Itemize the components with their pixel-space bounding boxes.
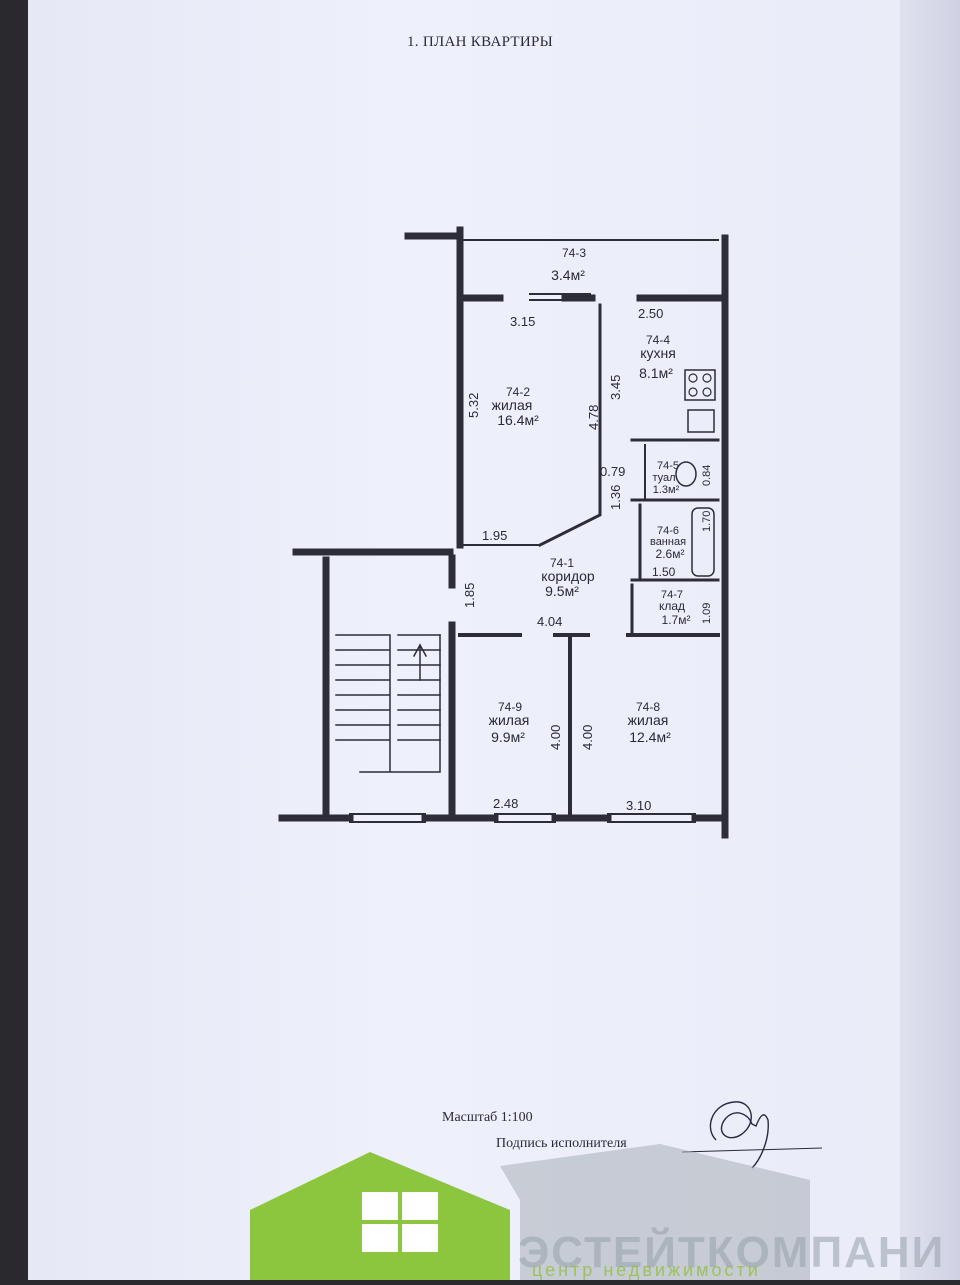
dimension-label: 3.10 <box>626 798 651 813</box>
stove-burner <box>688 387 698 397</box>
toilet <box>675 461 697 487</box>
bottom-windows <box>349 813 696 823</box>
dimension-label: 3.45 <box>608 375 623 400</box>
stairs-left-flight <box>335 634 441 773</box>
signature-label: Подпись исполнителя <box>496 1136 627 1151</box>
document-sheet <box>28 0 960 1280</box>
dimension-label: 0.84 <box>701 465 713 486</box>
room-id: 74-2 <box>506 385 530 399</box>
page-title: 1. ПЛАН КВАРТИРЫ <box>406 34 554 50</box>
dimension-label: 2.48 <box>493 796 518 811</box>
page-edge <box>900 0 960 1280</box>
sink <box>687 409 715 433</box>
dimension-label: 1.50 <box>652 565 676 579</box>
room-area: 1.3м² <box>653 484 680 496</box>
wall-bath-block <box>630 438 720 634</box>
dimension-label: 4.04 <box>537 614 562 629</box>
room-area: 8.1м² <box>639 365 673 381</box>
logo-subtext: центр недвижимости <box>532 1260 761 1280</box>
signature-line <box>681 1147 823 1153</box>
room-id: 74-9 <box>498 700 522 714</box>
stairs-right-flight <box>397 634 441 741</box>
dimension-label: 1.09 <box>701 603 713 624</box>
dimension-label: 1.85 <box>462 583 477 608</box>
room-area: 9.9м² <box>491 729 525 745</box>
room-name: жилая <box>628 712 669 728</box>
stove <box>684 369 716 401</box>
room-area: 3.4м² <box>551 267 585 283</box>
company-logo: ЭСТЕЙТКОМПАНИ центр недвижимости <box>250 1140 960 1280</box>
stove-burner <box>702 387 712 397</box>
balcony-window <box>529 293 591 301</box>
room-name: ванная <box>650 536 686 548</box>
dimension-label: 4.78 <box>586 405 601 430</box>
room-area: 1.7м² <box>662 613 691 627</box>
scale-label: Масштаб 1:100 <box>442 1110 533 1125</box>
room-id: 74-8 <box>636 700 660 714</box>
wall-living-kitchen <box>537 303 602 548</box>
dimension-label: 4.00 <box>580 725 595 750</box>
room-id: 74-4 <box>646 333 670 347</box>
room-id: 74-5 <box>657 460 679 472</box>
stove-burner <box>702 373 712 383</box>
dimension-label: 4.00 <box>548 725 563 750</box>
dimension-label: 5.32 <box>466 393 481 418</box>
dimension-label: 1.95 <box>482 528 507 543</box>
room-area: 16.4м² <box>497 412 539 428</box>
room-name: жилая <box>492 397 533 413</box>
stair-arrow <box>412 643 428 681</box>
room-name: жилая <box>489 712 530 728</box>
room-name: туал <box>652 472 675 484</box>
room-name: коридор <box>541 568 595 584</box>
room-name: кухня <box>640 345 676 361</box>
room-area: 12.4м² <box>629 729 671 745</box>
room-id: 74-3 <box>562 246 586 260</box>
house-logo-icon <box>250 1144 810 1280</box>
dimension-label: 2.50 <box>638 306 663 321</box>
room-area: 9.5м² <box>545 583 579 599</box>
dimension-label: 1.70 <box>701 511 713 532</box>
room-name: клад <box>659 599 685 613</box>
dimension-label: 1.36 <box>608 485 623 510</box>
bathtub <box>691 507 715 577</box>
signature-scribble <box>709 1101 769 1169</box>
stove-burner <box>688 373 698 383</box>
room-id: 74-1 <box>550 556 574 570</box>
room-area: 2.6м² <box>656 547 685 561</box>
room-id: 74-7 <box>661 589 683 601</box>
dimension-label: 3.15 <box>510 314 535 329</box>
logo-text: ЭСТЕЙТКОМПАНИ <box>518 1228 946 1277</box>
dimension-label: 0.79 <box>600 464 625 479</box>
room-id: 74-6 <box>657 525 679 537</box>
